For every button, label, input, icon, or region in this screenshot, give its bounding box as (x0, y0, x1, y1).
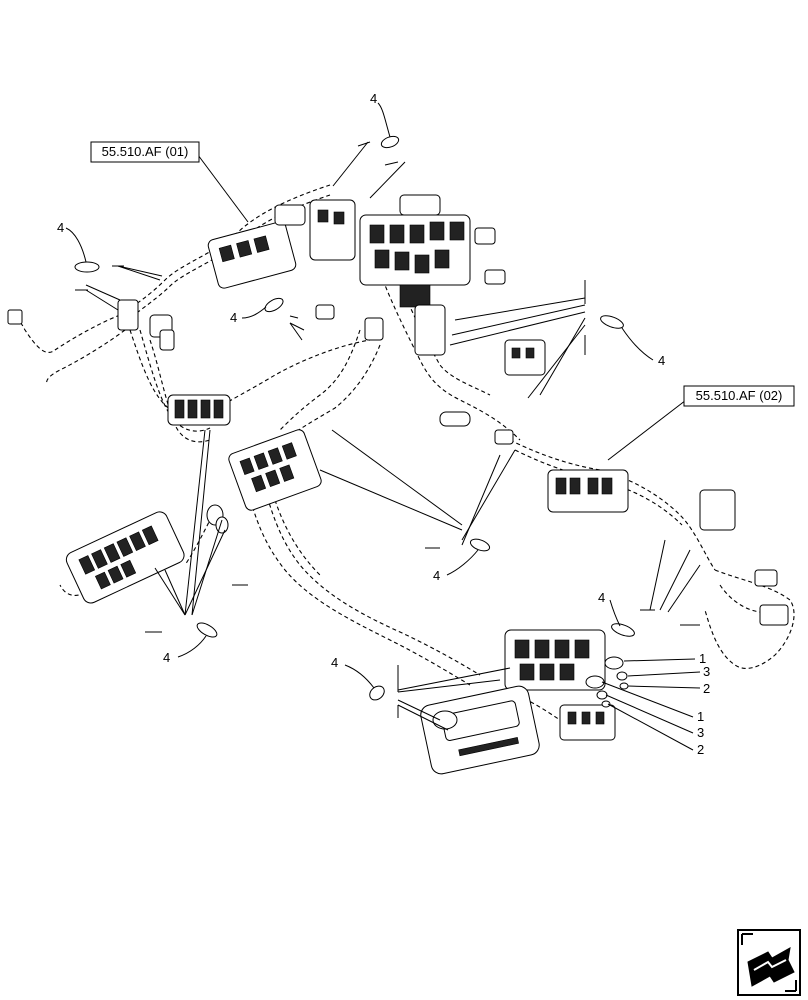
callout-2-a: 2 (703, 681, 710, 696)
cable-tie-bottomleft (196, 622, 218, 638)
callout-4-left: 4 (57, 220, 64, 235)
cable-tie-bottomcenter (369, 685, 385, 701)
reference-label-02[interactable]: 55.510.AF (02) (683, 385, 795, 407)
callout-3-b: 3 (697, 725, 704, 740)
connector-blocks (7, 194, 789, 775)
connectors-centre-right (439, 339, 546, 445)
callout-4-top: 4 (370, 91, 377, 106)
callout-4-bottomcenter: 4 (331, 655, 338, 670)
block-left-mid (167, 394, 231, 426)
callout-1-a: 1 (699, 651, 706, 666)
connectors-left (7, 299, 384, 351)
reference-label-01[interactable]: 55.510.AF (01) (90, 141, 200, 163)
relay-block-bottom (504, 629, 616, 741)
module-right-mid (547, 469, 789, 626)
fuse-box-centre-left (228, 429, 322, 511)
cable-tie-bottomright (611, 623, 635, 637)
callout-4-midleft: 4 (230, 310, 237, 325)
callout-1-b: 1 (697, 709, 704, 724)
cable-tie-right (600, 315, 624, 329)
cable-tie-center (469, 538, 491, 552)
module-upper-left (207, 204, 306, 289)
item-callouts: 4 4 4 4 4 4 4 4 1 3 2 1 3 2 (57, 91, 710, 757)
block-bottom-centre (420, 685, 540, 775)
reference-text-01: 55.510.AF (01) (102, 144, 189, 159)
cable-tie-left (74, 261, 100, 273)
callout-4-center: 4 (433, 568, 440, 583)
cable-tie-top (380, 135, 400, 149)
relay-cluster-top (309, 194, 506, 356)
callout-4-bottomleft: 4 (163, 650, 170, 665)
callout-4-right: 4 (658, 353, 665, 368)
reference-text-02: 55.510.AF (02) (696, 388, 783, 403)
block-bottom-left (65, 504, 229, 604)
next-page-arrow-icon[interactable] (737, 929, 801, 996)
cable-ties (74, 135, 635, 701)
callout-4-bottomright: 4 (598, 590, 605, 605)
leader-lines (65, 102, 701, 751)
callout-3-a: 3 (703, 664, 710, 679)
cable-tie-midleft (264, 297, 284, 313)
callout-2-b: 2 (697, 742, 704, 757)
